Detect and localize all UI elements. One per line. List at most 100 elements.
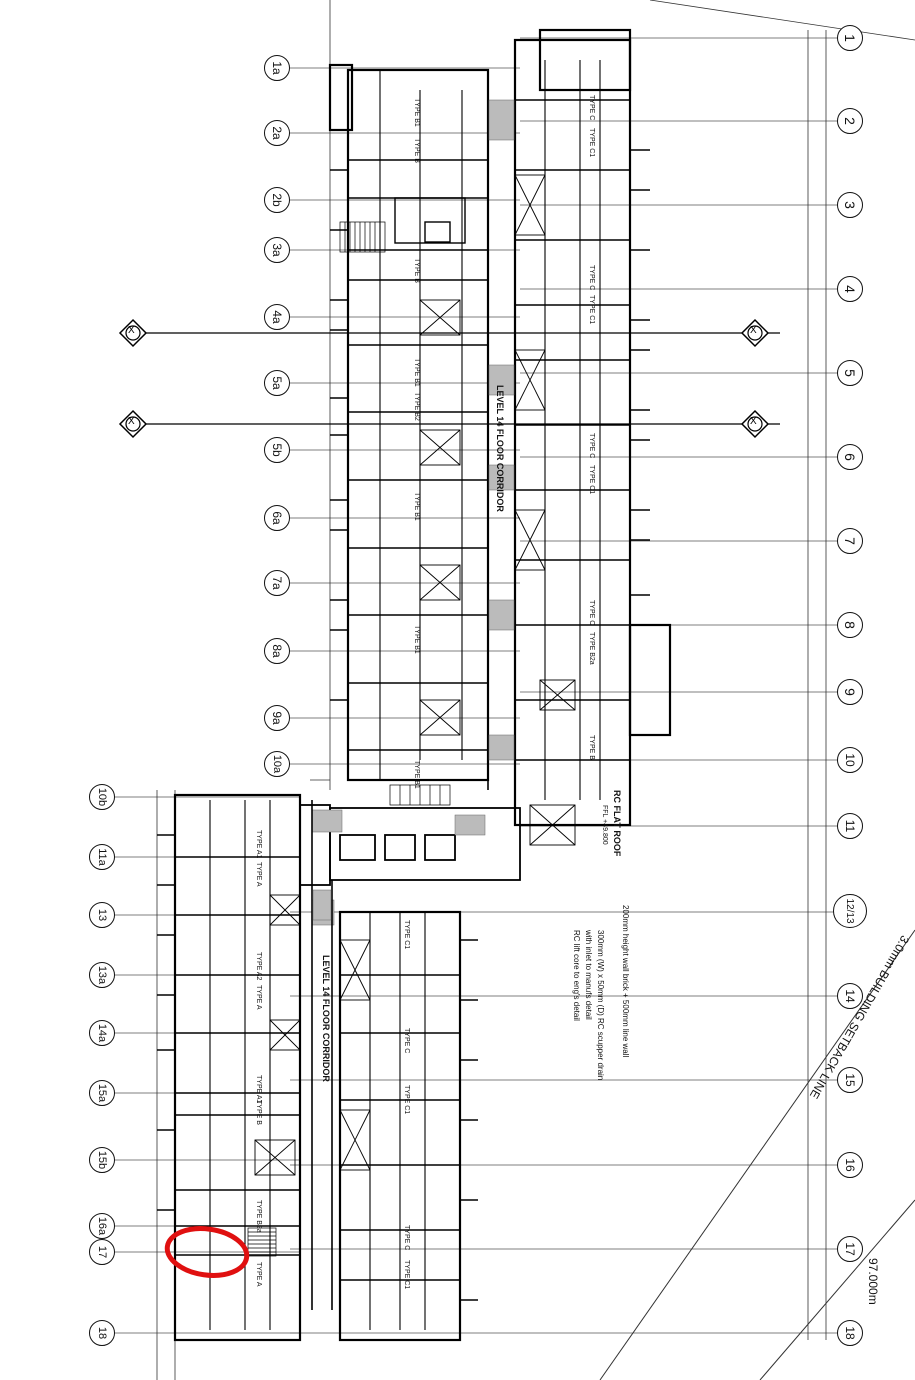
grid-bubble-7a: 7a: [264, 570, 290, 596]
setback-lines: [599, 929, 915, 1380]
grid-bubble-2b: 2b: [264, 187, 290, 213]
grid-bubble-13: 13: [89, 902, 115, 928]
unit-label: TYPE B1: [413, 625, 420, 654]
upper-shafts: [419, 174, 576, 846]
unit-label: TYPE B1: [413, 358, 420, 387]
grid-bubble-4a: 4a: [264, 304, 290, 330]
grid-bubble-8: 8: [837, 612, 863, 638]
grid-bubble-9: 9: [837, 679, 863, 705]
unit-label: TYPE B: [255, 1100, 262, 1125]
grid-bubble-15b: 15b: [89, 1147, 115, 1173]
note-line-1: 200mm height wall brick + 500mm line wal…: [621, 905, 630, 1058]
upper-facade-stubs: [330, 149, 650, 701]
lower-hatching: [312, 889, 332, 921]
unit-label: TYPE C1: [588, 295, 595, 325]
unit-label: TYPE B2a: [255, 1200, 262, 1233]
grid-bubble-11: 11: [837, 813, 863, 839]
roof-sub-label: FFL +49.800: [601, 805, 608, 845]
lower-shafts: [254, 894, 371, 1176]
lower-unit-walls: [175, 856, 460, 1281]
grid-bubble-18-left: 18: [89, 1320, 115, 1346]
upper-hatching: [488, 99, 515, 761]
grid-bubble-17-left: 17: [89, 1239, 115, 1265]
unit-label: TYPE C1: [403, 920, 410, 950]
grid-bubble-12-13: 12/13: [833, 894, 867, 928]
grid-bubble-2: 2: [837, 108, 863, 134]
unit-label: TYPE C: [403, 1225, 410, 1251]
unit-label: TYPE B: [588, 735, 595, 760]
core-hatching: [311, 809, 486, 926]
unit-label: TYPE B1: [413, 760, 420, 789]
grid-bubble-7: 7: [837, 528, 863, 554]
lower-stair: [247, 1227, 277, 1257]
section-marker-2: X: [118, 409, 148, 439]
grid-lines-left-upper: [290, 67, 520, 765]
section-marker-3-label: X: [750, 325, 757, 336]
grid-bubble-5a: 5a: [264, 370, 290, 396]
upper-stair: [339, 221, 451, 806]
note-line-3: with inlet to manufs detail: [584, 930, 593, 1020]
grid-bubble-17: 17: [837, 1236, 863, 1262]
grid-bubble-1: 1: [837, 25, 863, 51]
unit-label: TYPE B1: [413, 492, 420, 521]
unit-label: TYPE A: [255, 1262, 262, 1287]
unit-label: TYPE C1: [403, 1085, 410, 1115]
grid-bubble-4: 4: [837, 276, 863, 302]
corridor-label-lower: LEVEL 14 FLOOR CORRIDOR: [321, 955, 331, 1082]
section-marker-4: X: [740, 409, 770, 439]
corridor-label-upper: LEVEL 14 FLOOR CORRIDOR: [495, 385, 505, 512]
grid-bubble-15: 15: [837, 1067, 863, 1093]
grid-bubble-15a: 15a: [89, 1080, 115, 1106]
dimension-label: 97.000m: [866, 1258, 880, 1305]
section-markers: [120, 332, 780, 425]
unit-label: TYPE A: [255, 985, 262, 1010]
grid-bubble-5: 5: [837, 360, 863, 386]
grid-bubble-3: 3: [837, 192, 863, 218]
grid-bubble-6: 6: [837, 444, 863, 470]
lower-block: [173, 793, 462, 1342]
grid-bubble-16: 16: [837, 1152, 863, 1178]
unit-label: TYPE C1: [588, 465, 595, 495]
grid-lines-left-lower: [115, 796, 300, 1334]
section-marker-3: X: [740, 318, 770, 348]
section-marker-2-label: X: [128, 416, 135, 427]
lower-facade-stubs: [157, 834, 478, 1301]
upper-unit-walls: [348, 99, 630, 761]
section-marker-4-label: X: [750, 416, 757, 427]
grid-bubble-18: 18: [837, 1320, 863, 1346]
grid-lines-right: [290, 37, 840, 1334]
grid-bubble-8a: 8a: [264, 638, 290, 664]
roof-label: RC FLAT ROOF: [612, 790, 622, 857]
unit-label: TYPE A1: [255, 830, 262, 859]
grid-bubble-2a: 2a: [264, 120, 290, 146]
unit-label: TYPE C: [403, 1028, 410, 1054]
grid-bubble-14a: 14a: [89, 1020, 115, 1046]
grid-bubble-11a: 11a: [89, 844, 115, 870]
grid-bubble-6a: 6a: [264, 505, 290, 531]
section-marker-1: X: [118, 318, 148, 348]
grid-bubble-5b: 5b: [264, 437, 290, 463]
unit-label: TYPE C: [588, 600, 595, 626]
unit-label: TYPE B: [413, 138, 420, 163]
unit-label: TYPE C1: [588, 128, 595, 158]
grid-bubble-1a: 1a: [264, 55, 290, 81]
note-line-2: 300mm (W) x 50mm (D) RC scupper drain: [596, 930, 605, 1081]
grid-bubble-13a: 13a: [89, 962, 115, 988]
core-block: [299, 804, 521, 886]
red-annotation-circle: [164, 1226, 250, 1278]
unit-label: TYPE C: [588, 433, 595, 459]
grid-bubble-3a: 3a: [264, 237, 290, 263]
grid-bubble-9a: 9a: [264, 705, 290, 731]
grid-bubble-10: 10: [837, 747, 863, 773]
note-line-4: RC lift core to eng's detail: [572, 930, 581, 1021]
section-marker-1-label: X: [128, 325, 135, 336]
unit-label: TYPE A: [255, 862, 262, 887]
unit-label: TYPE B: [413, 258, 420, 283]
unit-label: TYPE C1: [403, 1260, 410, 1290]
unit-label: TYPE B1: [413, 98, 420, 127]
unit-label: TYPE C: [588, 95, 595, 121]
lower-corridor: [311, 800, 333, 1310]
upper-lift-core: [394, 197, 466, 244]
grid-bubble-10a: 10a: [264, 751, 290, 777]
